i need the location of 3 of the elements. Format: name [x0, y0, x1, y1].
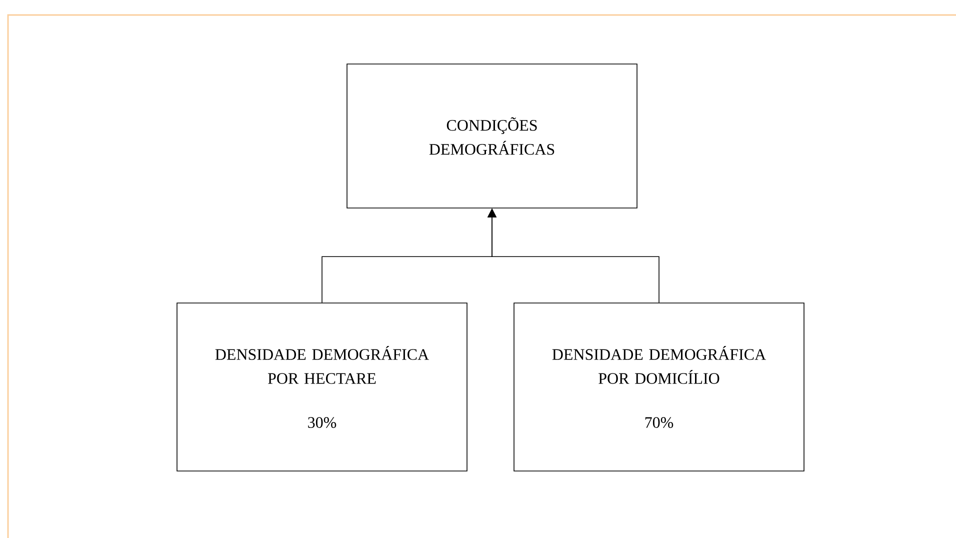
text-box: DENSIDADE DEMOGRÁFICA POR HECTARE 30%: [176, 302, 468, 472]
text-box: CONDIÇÕES DEMOGRÁFICAS: [346, 64, 638, 208]
text-box: DENSIDADE DEMOGRÁFICA POR DOMICÍLIO 70%: [514, 302, 804, 472]
